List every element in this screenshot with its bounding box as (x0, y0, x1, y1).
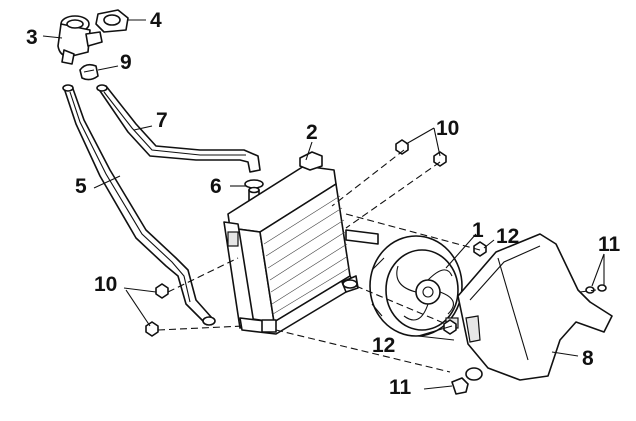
callout-4: 4 (150, 9, 162, 32)
upper-hose (96, 84, 261, 173)
callout-10-upper: 10 (436, 117, 460, 140)
callout-6: 6 (210, 175, 222, 198)
bolt-upper (395, 139, 447, 167)
callout-11-lower: 11 (389, 376, 412, 399)
radiator (223, 151, 379, 335)
callout-8: 8 (582, 347, 594, 370)
callout-7: 7 (156, 109, 168, 132)
bolt-lower (145, 283, 169, 337)
callout-2: 2 (306, 121, 318, 144)
callout-5: 5 (75, 175, 87, 198)
cooling-fan (369, 235, 463, 337)
screw-lower (423, 377, 469, 395)
callout-12-upper: 12 (496, 225, 520, 248)
callout-9: 9 (120, 51, 132, 74)
nut-upper (473, 241, 487, 257)
hose-clamp (79, 63, 99, 81)
lower-hose (62, 84, 216, 326)
callout-11-upper: 11 (598, 233, 621, 256)
thermostat-housing (57, 15, 103, 65)
side-cover-panel (457, 233, 613, 381)
callout-1: 1 (472, 219, 484, 242)
callout-12-lower: 12 (372, 334, 396, 357)
callout-3: 3 (26, 26, 38, 49)
assembly-lines (157, 149, 597, 373)
callout-10-lower: 10 (94, 273, 118, 296)
thermostat-cover (95, 9, 129, 33)
leader-lines (42, 19, 605, 357)
